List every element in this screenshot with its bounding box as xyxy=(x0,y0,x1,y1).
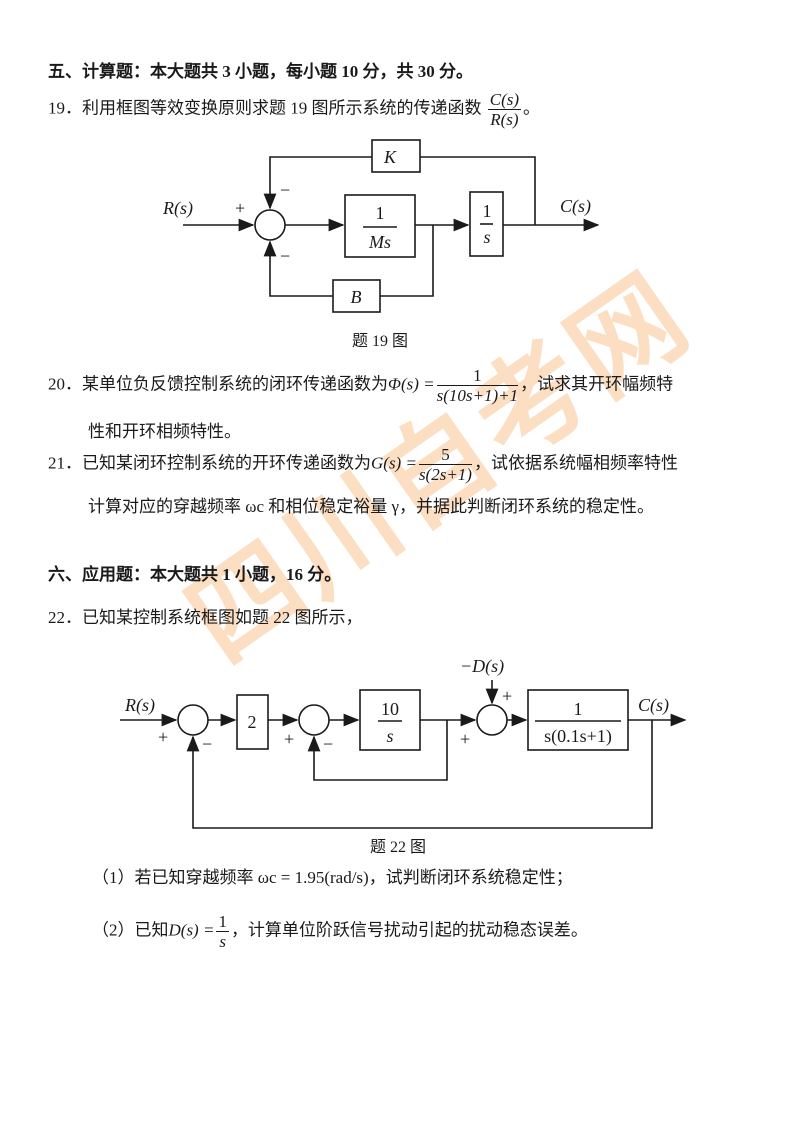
block-plant-num: 1 xyxy=(574,699,583,719)
q22-sub2-post: ，计算单位阶跃信号扰动引起的扰动稳态误差。 xyxy=(230,920,588,940)
q21-text: 21．已知某闭环控制系统的开环传递函数为 xyxy=(48,453,371,473)
block-1-num: 1 xyxy=(376,203,385,223)
disturbance-label: −D(s) xyxy=(460,656,504,677)
block-int-num: 10 xyxy=(381,699,399,719)
block-2-den: s xyxy=(483,227,490,247)
fig22-minus-2: − xyxy=(323,734,333,754)
fig19-minus-top: − xyxy=(280,180,290,200)
q21-after: ，试依据系统幅相频率特性 xyxy=(473,453,678,473)
block-plant-den: s(0.1s+1) xyxy=(544,726,612,747)
block-b: B xyxy=(351,287,362,307)
q22-sub2-pre: （2）已知 xyxy=(92,920,169,940)
section5-heading: 五、计算题：本大题共 3 小题，每小题 10 分，共 30 分。 xyxy=(48,62,473,81)
block-gain: 2 xyxy=(248,712,257,732)
fig19-minus-bottom: − xyxy=(280,246,290,266)
q21-lhs: G(s) = xyxy=(371,453,417,473)
fig22-caption: 题 22 图 xyxy=(370,839,427,856)
fig22-plus-3: + xyxy=(460,729,470,749)
q20-after: ，试求其开环幅频特 xyxy=(520,374,674,394)
q20-continuation: 性和开环相频特性。 xyxy=(88,422,241,441)
fig19-plus: + xyxy=(235,198,245,218)
q22-sub1: （1）若已知穿越频率 ωc = 1.95(rad/s)，试判断闭环系统稳定性； xyxy=(92,868,573,887)
q19-text: 19．利用框图等效变换原则求题 19 图所示系统的传递函数 xyxy=(48,98,482,118)
q20-text: 20．某单位负反馈控制系统的闭环传递函数为 xyxy=(48,374,388,394)
fig22-plus-4: + xyxy=(502,686,512,706)
q21-continuation: 计算对应的穿越频率 ωc 和相位稳定裕量 γ，并据此判断闭环系统的稳定性。 xyxy=(88,497,654,516)
block-k: K xyxy=(383,147,397,167)
q19-fraction: C(s)R(s) xyxy=(487,90,522,129)
fig22-input-label: R(s) xyxy=(124,695,155,716)
section6-heading: 六、应用题：本大题共 1 小题，16 分。 xyxy=(48,565,342,584)
q20-lhs: Φ(s) = xyxy=(388,374,435,394)
fig19-output-label: C(s) xyxy=(560,196,591,217)
fig19-caption: 题 19 图 xyxy=(352,333,409,350)
block-1-den: Ms xyxy=(368,232,391,252)
fig22-plus-1: + xyxy=(158,727,168,747)
question-19: 19．利用框图等效变换原则求题 19 图所示系统的传递函数 C(s)R(s)。 xyxy=(48,90,541,129)
block-2-num: 1 xyxy=(483,201,492,221)
q22-sub2-lhs: D(s) = xyxy=(168,920,215,940)
fig22-minus-1: − xyxy=(202,734,212,754)
fig22-plus-2: + xyxy=(284,729,294,749)
fig19-input-label: R(s) xyxy=(162,198,193,219)
question-22: 22．已知某控制系统框图如题 22 图所示， xyxy=(48,608,363,627)
fig22-output-label: C(s) xyxy=(638,695,669,716)
block-int-den: s xyxy=(386,726,393,746)
